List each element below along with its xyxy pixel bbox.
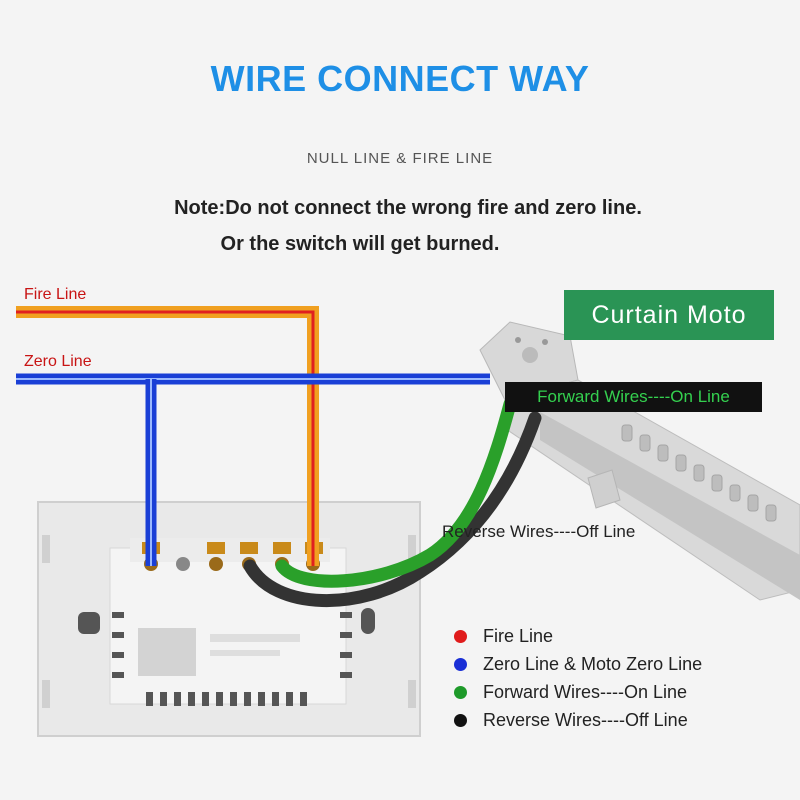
switch-panel [37, 501, 421, 737]
legend-label: Fire Line [483, 625, 554, 646]
forward-wire [275, 397, 517, 588]
note-line-1: Note:Do not connect the wrong fire and z… [174, 197, 642, 219]
reverse-wire [243, 411, 542, 608]
fire-line-label: Fire Line [24, 286, 87, 303]
zero-line-wire [16, 373, 490, 566]
forward-wires-label: Forward Wires----On Line [505, 382, 762, 412]
black-dot-icon [454, 713, 467, 727]
note-line-2: Or the switch will get burned. [220, 233, 500, 255]
panel-vent-slots [112, 612, 352, 706]
curtain-moto-label: Curtain Moto [564, 290, 774, 340]
legend-item-zero: Zero Line & Moto Zero Line [454, 650, 702, 678]
green-dot-icon [454, 685, 467, 699]
reverse-wires-label: Reverse Wires----Off Line [442, 522, 636, 541]
fire-line-wire [16, 306, 319, 566]
legend-item-reverse: Reverse Wires----Off Line [454, 706, 702, 734]
curtain-motor [479, 321, 800, 601]
page-title: WIRE CONNECT WAY [210, 58, 590, 99]
legend-label: Zero Line & Moto Zero Line [483, 653, 703, 674]
red-dot-icon [454, 629, 467, 643]
legend: Fire Line Zero Line & Moto Zero Line For… [454, 622, 702, 734]
motor-rail-teeth [621, 424, 777, 522]
subtitle: NULL LINE & FIRE LINE [306, 150, 494, 167]
legend-label: Reverse Wires----Off Line [483, 709, 688, 730]
blue-dot-icon [454, 657, 467, 671]
zero-line-label: Zero Line [24, 353, 92, 370]
legend-item-fire: Fire Line [454, 622, 702, 650]
legend-label: Forward Wires----On Line [483, 681, 688, 702]
legend-item-forward: Forward Wires----On Line [454, 678, 702, 706]
